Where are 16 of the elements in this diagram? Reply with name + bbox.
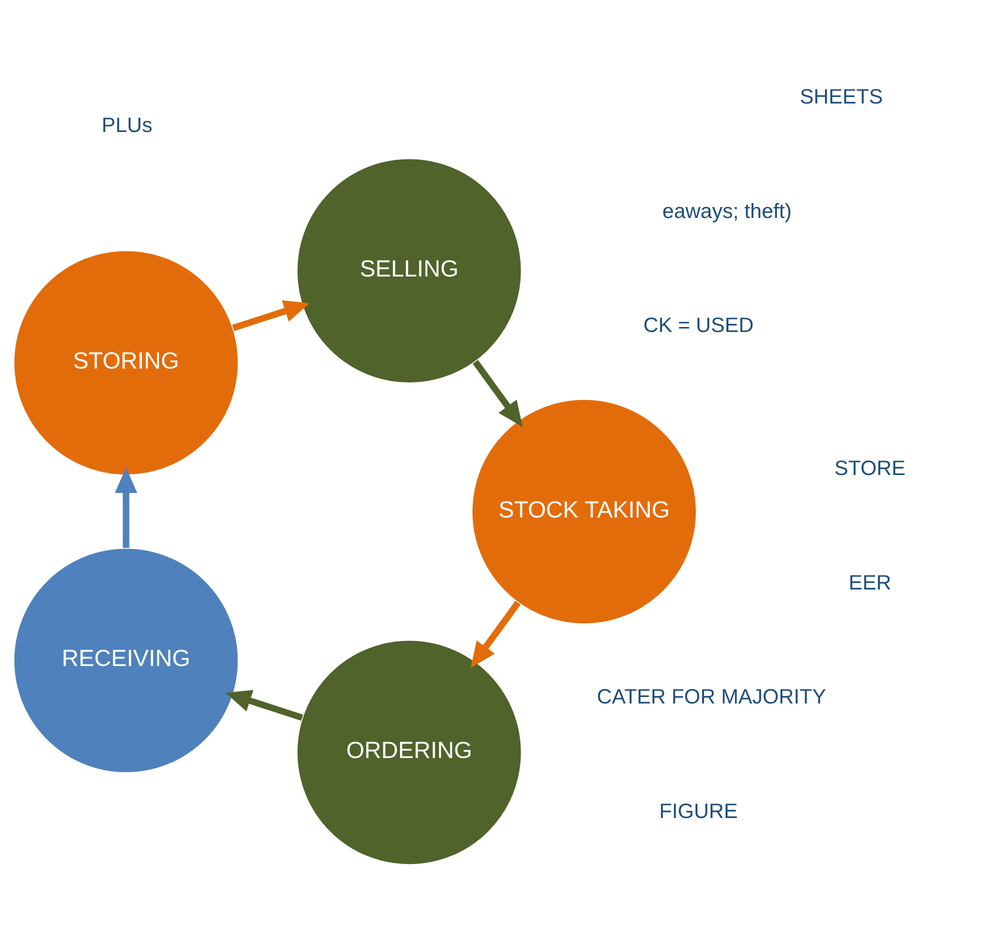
label: FIGURE [659, 800, 738, 823]
node-circle: RECEIVING [13, 547, 240, 774]
node-circle: SELLING [296, 158, 522, 384]
label: CK = USED [643, 314, 754, 338]
label: PLUs [102, 114, 152, 138]
label: STORE [834, 456, 906, 480]
arrow [232, 300, 310, 332]
label: SHEETS [800, 86, 883, 109]
arrow [114, 467, 138, 548]
arrow [472, 360, 523, 427]
label: EER [848, 571, 892, 594]
node-circle: STORING [13, 250, 240, 476]
arrow [226, 690, 304, 721]
label: eaways; theft) [662, 200, 792, 223]
label: CATER FOR MAJORITY [596, 686, 826, 709]
arrow [470, 600, 521, 668]
